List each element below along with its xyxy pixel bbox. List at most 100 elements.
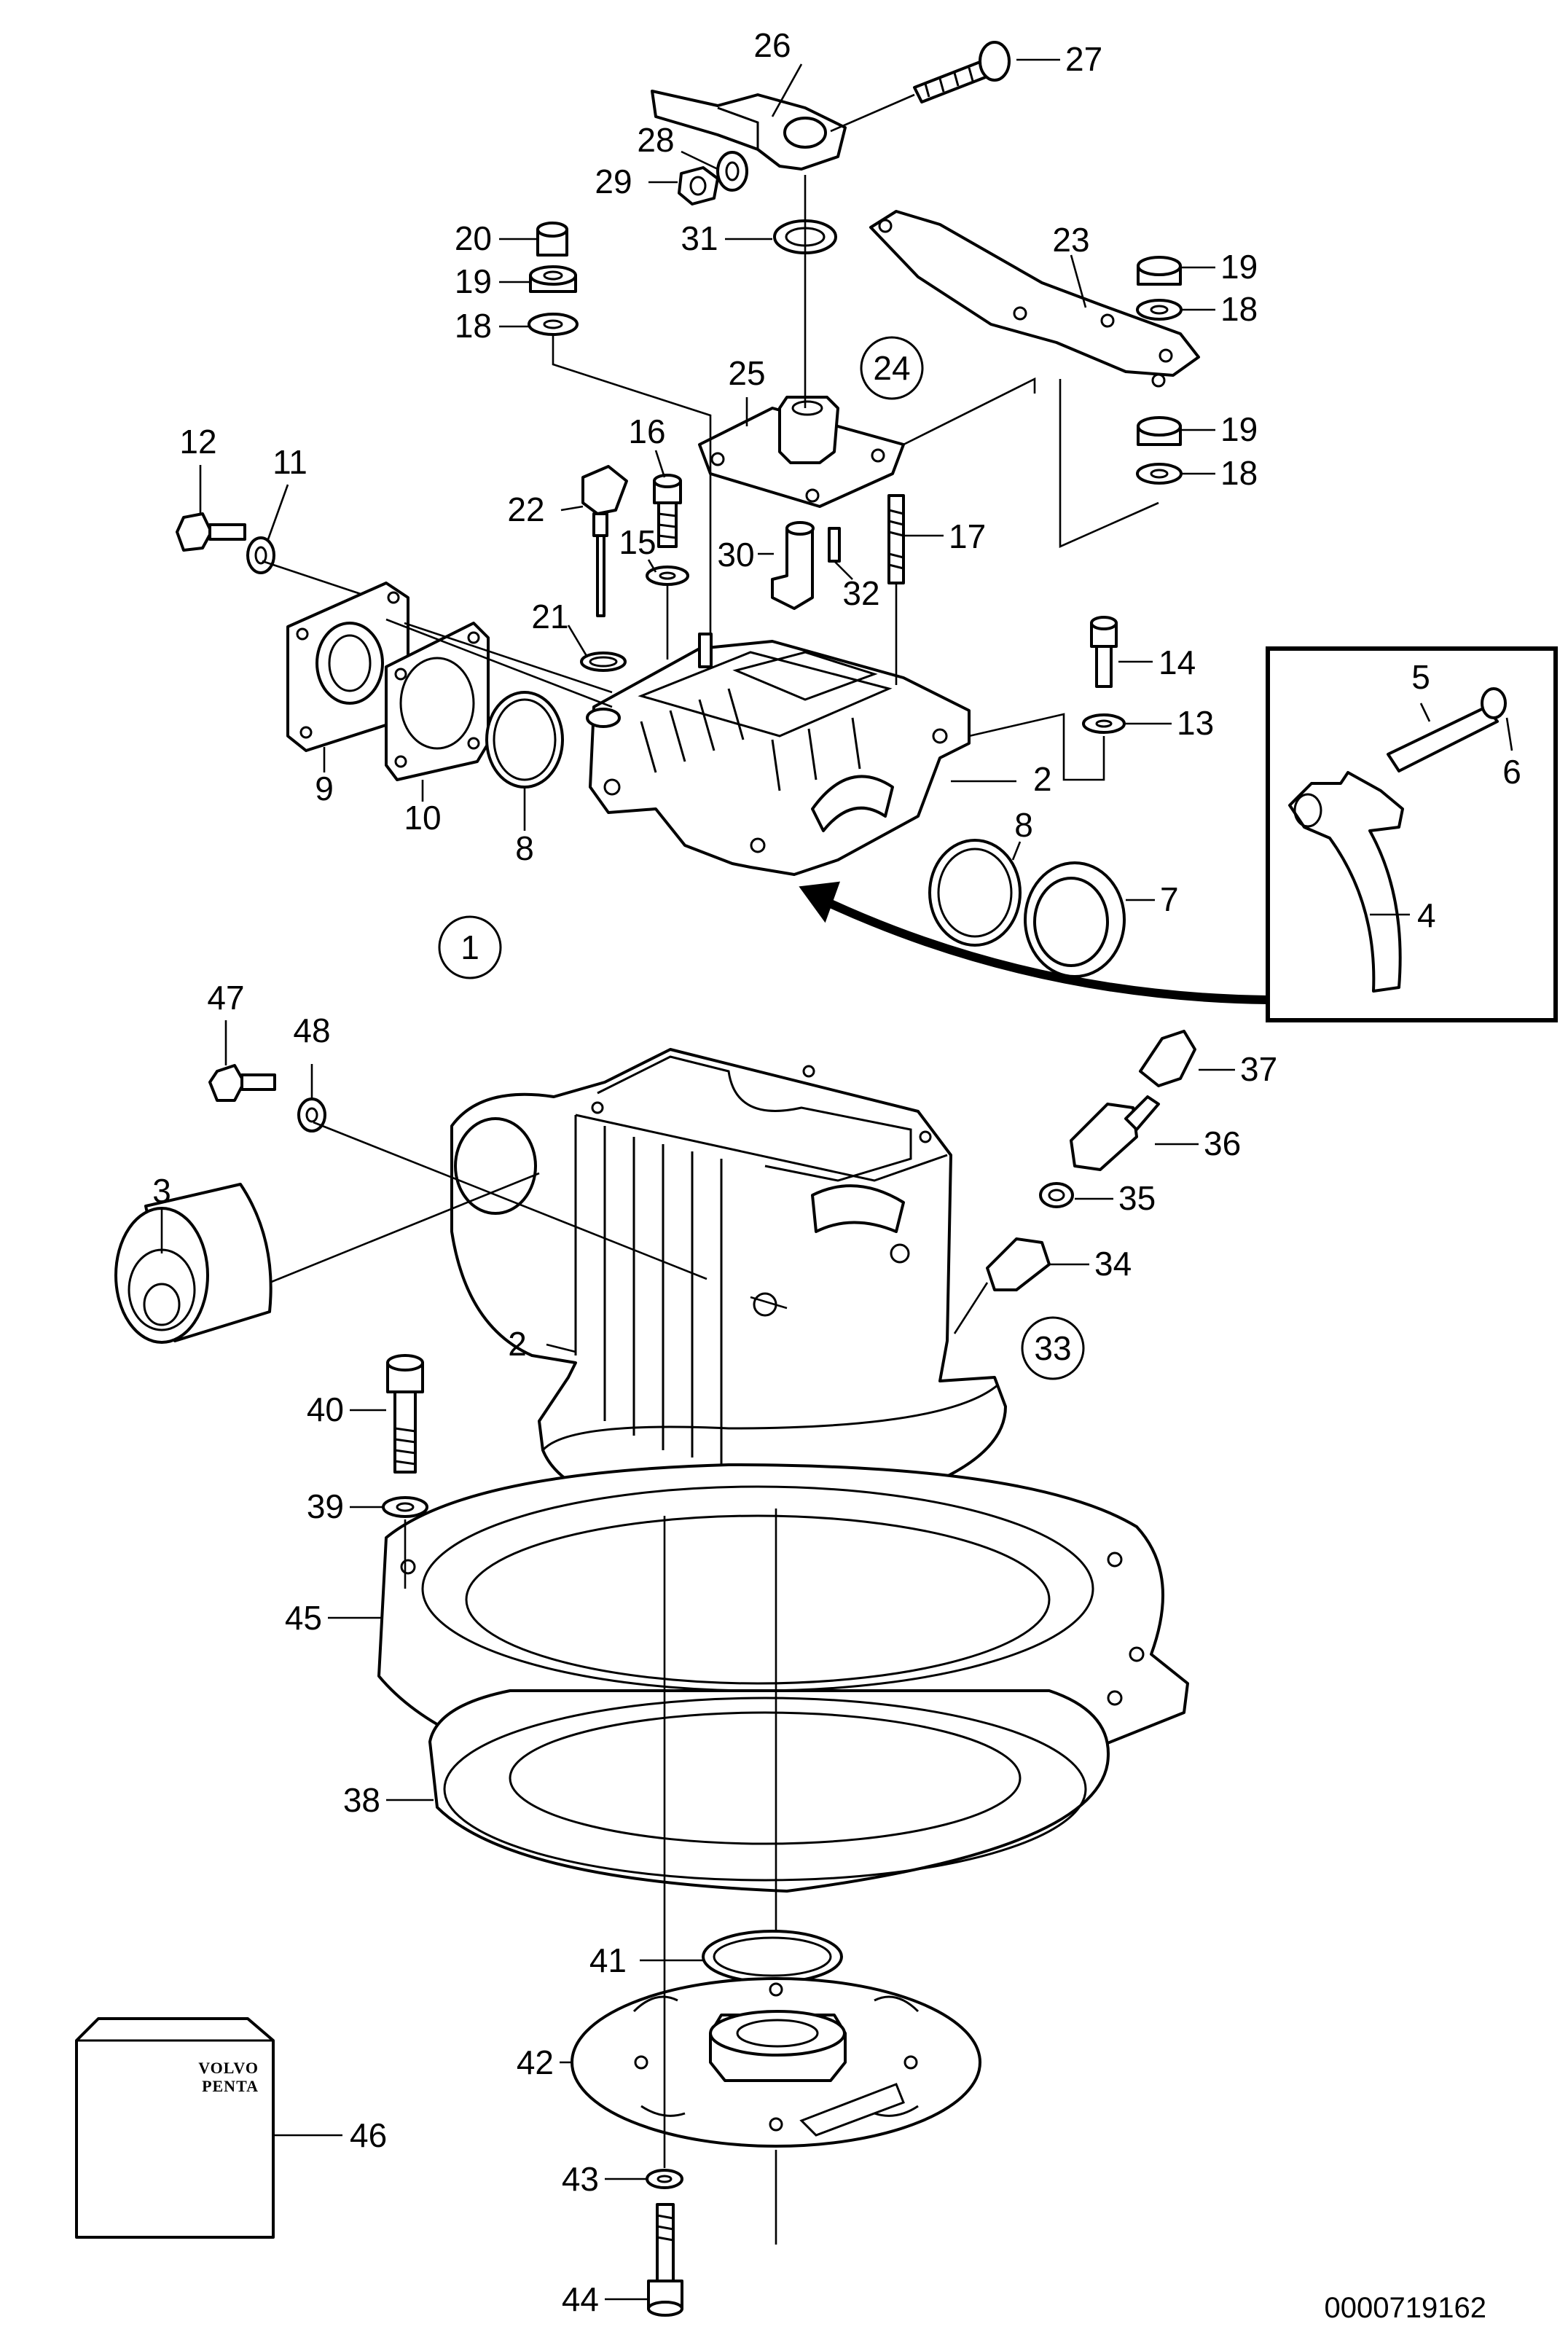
- label-47: 47: [207, 979, 244, 1017]
- label-35: 35: [1118, 1179, 1156, 1217]
- label-45: 45: [285, 1599, 322, 1637]
- circle-1: [438, 915, 502, 979]
- fitting-34: [986, 1237, 1051, 1291]
- o-ring-41: [702, 1930, 843, 1984]
- o-ring-8-left: [485, 691, 564, 789]
- label-27: 27: [1065, 40, 1102, 78]
- inset-detail-box: [1266, 646, 1558, 1022]
- label-26: 26: [753, 26, 791, 64]
- washer-18-right-bottom: [1136, 463, 1183, 485]
- label-33: 33: [1034, 1329, 1071, 1367]
- label-4: 4: [1417, 896, 1436, 934]
- screw-47: [208, 1064, 276, 1102]
- washer-13: [1082, 713, 1126, 734]
- screw-44: [647, 2203, 683, 2317]
- label-21: 21: [531, 598, 568, 635]
- pin-32: [828, 527, 841, 563]
- cap-20: [536, 222, 568, 257]
- seal-kit-bag-46: VOLVO PENTA: [75, 2017, 275, 2239]
- washer-15: [646, 566, 689, 586]
- upper-housing-2: [586, 640, 971, 876]
- label-19-left: 19: [455, 262, 492, 300]
- callout-labels: 1 24 33 2 2 3 4 5 6 7 8 8 9 10 11 12 13 …: [152, 26, 1521, 2318]
- label-32: 32: [842, 574, 879, 612]
- circle-24: [860, 336, 924, 400]
- screw-27: [913, 41, 1011, 103]
- washer-35: [1039, 1182, 1074, 1208]
- shift-shaft-30: [771, 521, 815, 610]
- washer-39: [382, 1496, 428, 1518]
- lower-housing-2: [450, 1048, 1007, 1517]
- label-18-right-bottom: 18: [1220, 454, 1258, 492]
- volvo-logo-line-2: PENTA: [202, 2077, 259, 2095]
- support-bar-23: [869, 210, 1200, 388]
- stud-on-housing: [698, 633, 713, 668]
- o-ring-21: [580, 652, 627, 672]
- assembly-lines: [262, 93, 1159, 2245]
- label-18-left: 18: [455, 307, 492, 345]
- washer-43: [646, 2169, 683, 2189]
- ring-38: [428, 1689, 1110, 1893]
- assembly-arrow: [799, 881, 1269, 1004]
- drawing-number: 0000719162: [1325, 2292, 1486, 2324]
- label-10: 10: [404, 799, 441, 837]
- washer-28: [716, 151, 748, 192]
- label-6: 6: [1502, 753, 1521, 791]
- label-15: 15: [619, 523, 656, 561]
- label-25: 25: [728, 354, 765, 392]
- screw-12: [176, 512, 246, 552]
- seal-ring-7: [1024, 861, 1126, 978]
- cover-plate-25: [698, 396, 905, 508]
- label-34: 34: [1094, 1245, 1132, 1283]
- label-8-right: 8: [1014, 806, 1033, 844]
- nipple-37: [1139, 1030, 1196, 1087]
- stud-17: [887, 494, 905, 584]
- bottom-plate-42: [571, 1977, 981, 2148]
- nut-19-left: [529, 265, 577, 293]
- label-19-right-bottom: 19: [1220, 410, 1258, 448]
- label-44: 44: [562, 2280, 599, 2318]
- label-41: 41: [589, 1941, 627, 1979]
- label-20: 20: [455, 219, 492, 257]
- label-2-upper: 2: [1033, 760, 1052, 798]
- label-23: 23: [1052, 221, 1089, 259]
- label-31: 31: [681, 219, 718, 257]
- bushing-3: [114, 1183, 273, 1344]
- callout-leaders: [160, 58, 1513, 2301]
- label-40: 40: [307, 1390, 344, 1428]
- label-19-right-top: 19: [1220, 248, 1258, 286]
- label-13: 13: [1177, 704, 1214, 742]
- flange-9: [286, 582, 409, 752]
- label-36: 36: [1204, 1124, 1241, 1162]
- label-3: 3: [152, 1172, 171, 1210]
- label-37: 37: [1240, 1050, 1277, 1088]
- label-28: 28: [637, 121, 674, 159]
- label-46: 46: [350, 2116, 387, 2154]
- screw-16: [653, 474, 682, 548]
- o-ring-8-right: [928, 839, 1022, 947]
- circle-33: [1021, 1316, 1085, 1380]
- label-5: 5: [1411, 658, 1430, 696]
- washer-11: [246, 536, 275, 574]
- label-43: 43: [562, 2160, 599, 2198]
- nut-29: [678, 166, 719, 206]
- label-17: 17: [949, 517, 986, 555]
- label-14: 14: [1159, 643, 1196, 681]
- label-8-left: 8: [515, 829, 534, 867]
- label-18-right-top: 18: [1220, 290, 1258, 328]
- label-9: 9: [315, 770, 334, 807]
- label-39: 39: [307, 1487, 344, 1525]
- label-48: 48: [293, 1012, 330, 1049]
- label-7: 7: [1160, 880, 1179, 918]
- nut-19-right-bottom: [1137, 416, 1182, 446]
- volvo-logo-line-1: VOLVO: [198, 2059, 259, 2077]
- label-16: 16: [628, 412, 665, 450]
- washer-18-right-top: [1136, 299, 1183, 321]
- label-1: 1: [460, 928, 479, 966]
- screw-14: [1090, 616, 1118, 688]
- washer-18-left: [528, 313, 579, 336]
- dipstick-22: [581, 465, 628, 617]
- label-42: 42: [517, 2043, 554, 2081]
